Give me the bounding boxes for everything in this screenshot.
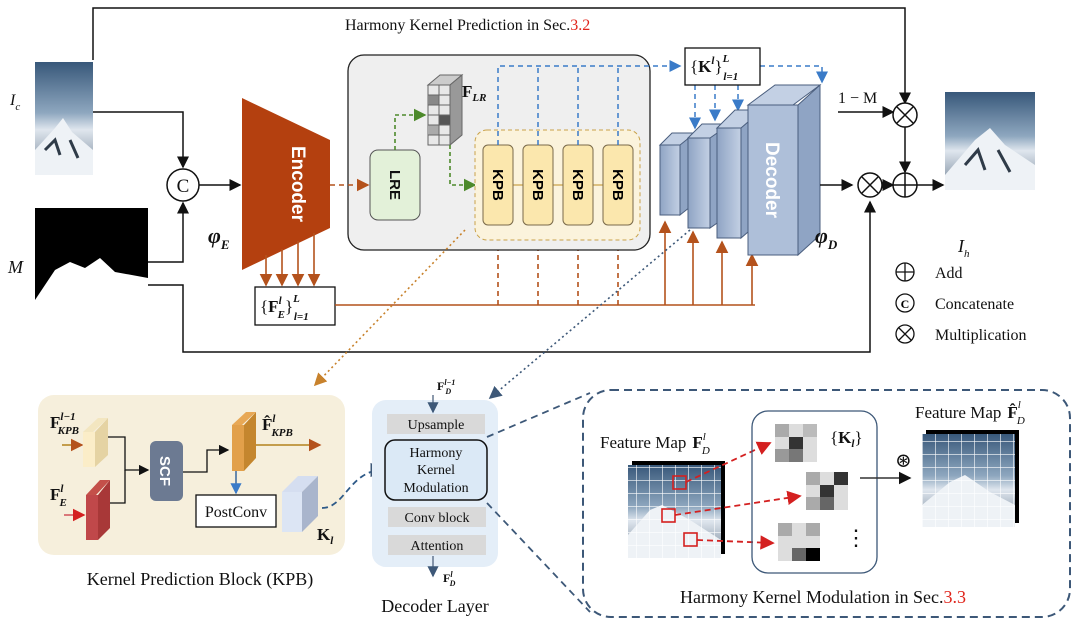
decoder-stack [658,83,822,257]
kpb-block-2: KPB [522,144,554,226]
kpb-zoom-connector [313,229,466,387]
hkm-caption: Harmony Kernel Modulation in Sec.3.3 [680,587,966,607]
skip-connection-line [92,7,911,105]
output-label: Ih [957,236,970,260]
conv-block-label: Conv block [405,511,470,526]
decoder-symbol: φD [815,223,838,252]
scf-to-output-arrow [183,444,230,473]
hkm-zoom-line-top [486,392,591,438]
hkm-label-line1: Harmony [410,446,463,461]
svg-text:KPB: KPB [609,169,626,201]
feature-map-input-image [628,461,725,558]
hkm-block [384,439,488,501]
decoder-label: Decoder [761,142,782,219]
kpb-output-feature-block [232,412,256,471]
convolution-icon: ⊛ [895,450,912,472]
attention-label: Attention [411,539,464,554]
kpb-block-3: KPB [562,144,594,226]
conv-block [388,507,486,527]
flr-label: FLR [462,82,486,104]
mask-to-concat-arrow [148,201,189,263]
kernel-1-icon [775,424,817,462]
upsample-label: Upsample [408,418,465,433]
multiply-icon-decoder [857,172,883,198]
kernel-mapping-arrows [674,441,802,550]
feature-to-kpb-arrows [491,228,625,305]
svg-text:KPB: KPB [529,169,546,201]
legend-add: Add [895,262,963,282]
kpb-block-1: KPB [482,144,514,226]
svg-text:Add: Add [935,265,963,282]
postconv-block [195,494,277,528]
decoder-layer-caption: Decoder Layer [381,596,488,616]
svg-text:KPB: KPB [489,169,506,201]
input-image-label: Ic [9,92,20,113]
lre-label: LRE [386,170,403,200]
kpb-block-4: KPB [602,144,634,226]
scf-block [150,441,183,501]
legend: Add C Concatenate Multiplication [895,262,1027,344]
concat-symbol: C [177,176,190,197]
svg-text:KPB: KPB [569,169,586,201]
low-res-feature-cube [426,73,464,147]
kernels-label: {Kl} [830,428,863,450]
legend-concatenate: C Concatenate [895,293,1014,313]
encoder-symbol: φE [208,223,230,252]
encoder-label: Encoder [287,146,308,223]
kernel-output-label: Kl [317,525,334,547]
kernel-2-icon [806,472,848,510]
kpb-prev-feature-block [83,418,108,467]
kpb-encoder-feature-block [86,480,110,540]
feature-to-decoder-arrows [658,220,759,305]
mask-label: M [7,257,24,277]
kpb-merge-line-top [108,436,150,476]
decoder-zoom-connector [488,229,691,400]
kernel-arrows [497,60,828,145]
multiply-icon-background [892,102,918,128]
encoder-features-box [254,286,336,326]
feature-map-output-image [922,430,1019,527]
input-composite-image [35,62,93,175]
kpb-caption: Kernel Prediction Block (KPB) [87,569,313,590]
lre-to-flr-arrow [394,108,427,150]
one-minus-mask-label: 1 − M [838,90,877,107]
svg-text:Concatenate: Concatenate [935,296,1014,313]
upsample-block [387,414,485,434]
harmonized-output-image [945,92,1035,190]
kernel-output-block [282,476,318,532]
kpb-merge-line-bottom [110,470,126,504]
hkm-detail-panel [582,389,1071,618]
image-to-concat-arrow [93,111,189,169]
mask-to-multiply-line [148,200,876,353]
mask-image [35,208,148,315]
svg-text:C: C [901,297,910,311]
scf-label: SCF [156,456,173,486]
hkm-label-line2: Kernel [417,463,455,478]
hkm-zoom-line-bottom [486,502,591,613]
prediction-title: Harmony Kernel Prediction in Sec.3.2 [345,17,590,34]
hkm-label-line3: Modulation [403,481,468,496]
svg-text:Multiplication: Multiplication [935,327,1027,344]
postconv-label: PostConv [205,504,267,521]
encoder-feature-arrows [259,233,321,287]
encoder-block [242,98,330,270]
add-icon [892,172,918,198]
kernel-3-icon [778,523,820,561]
attention-block [388,535,486,555]
kernel-set-box [684,47,761,86]
kernels-box [751,410,878,574]
legend-multiplication: Multiplication [895,324,1027,344]
flr-to-kpb-arrow [449,145,477,192]
kernels-ellipsis: ⋮ [845,525,867,550]
